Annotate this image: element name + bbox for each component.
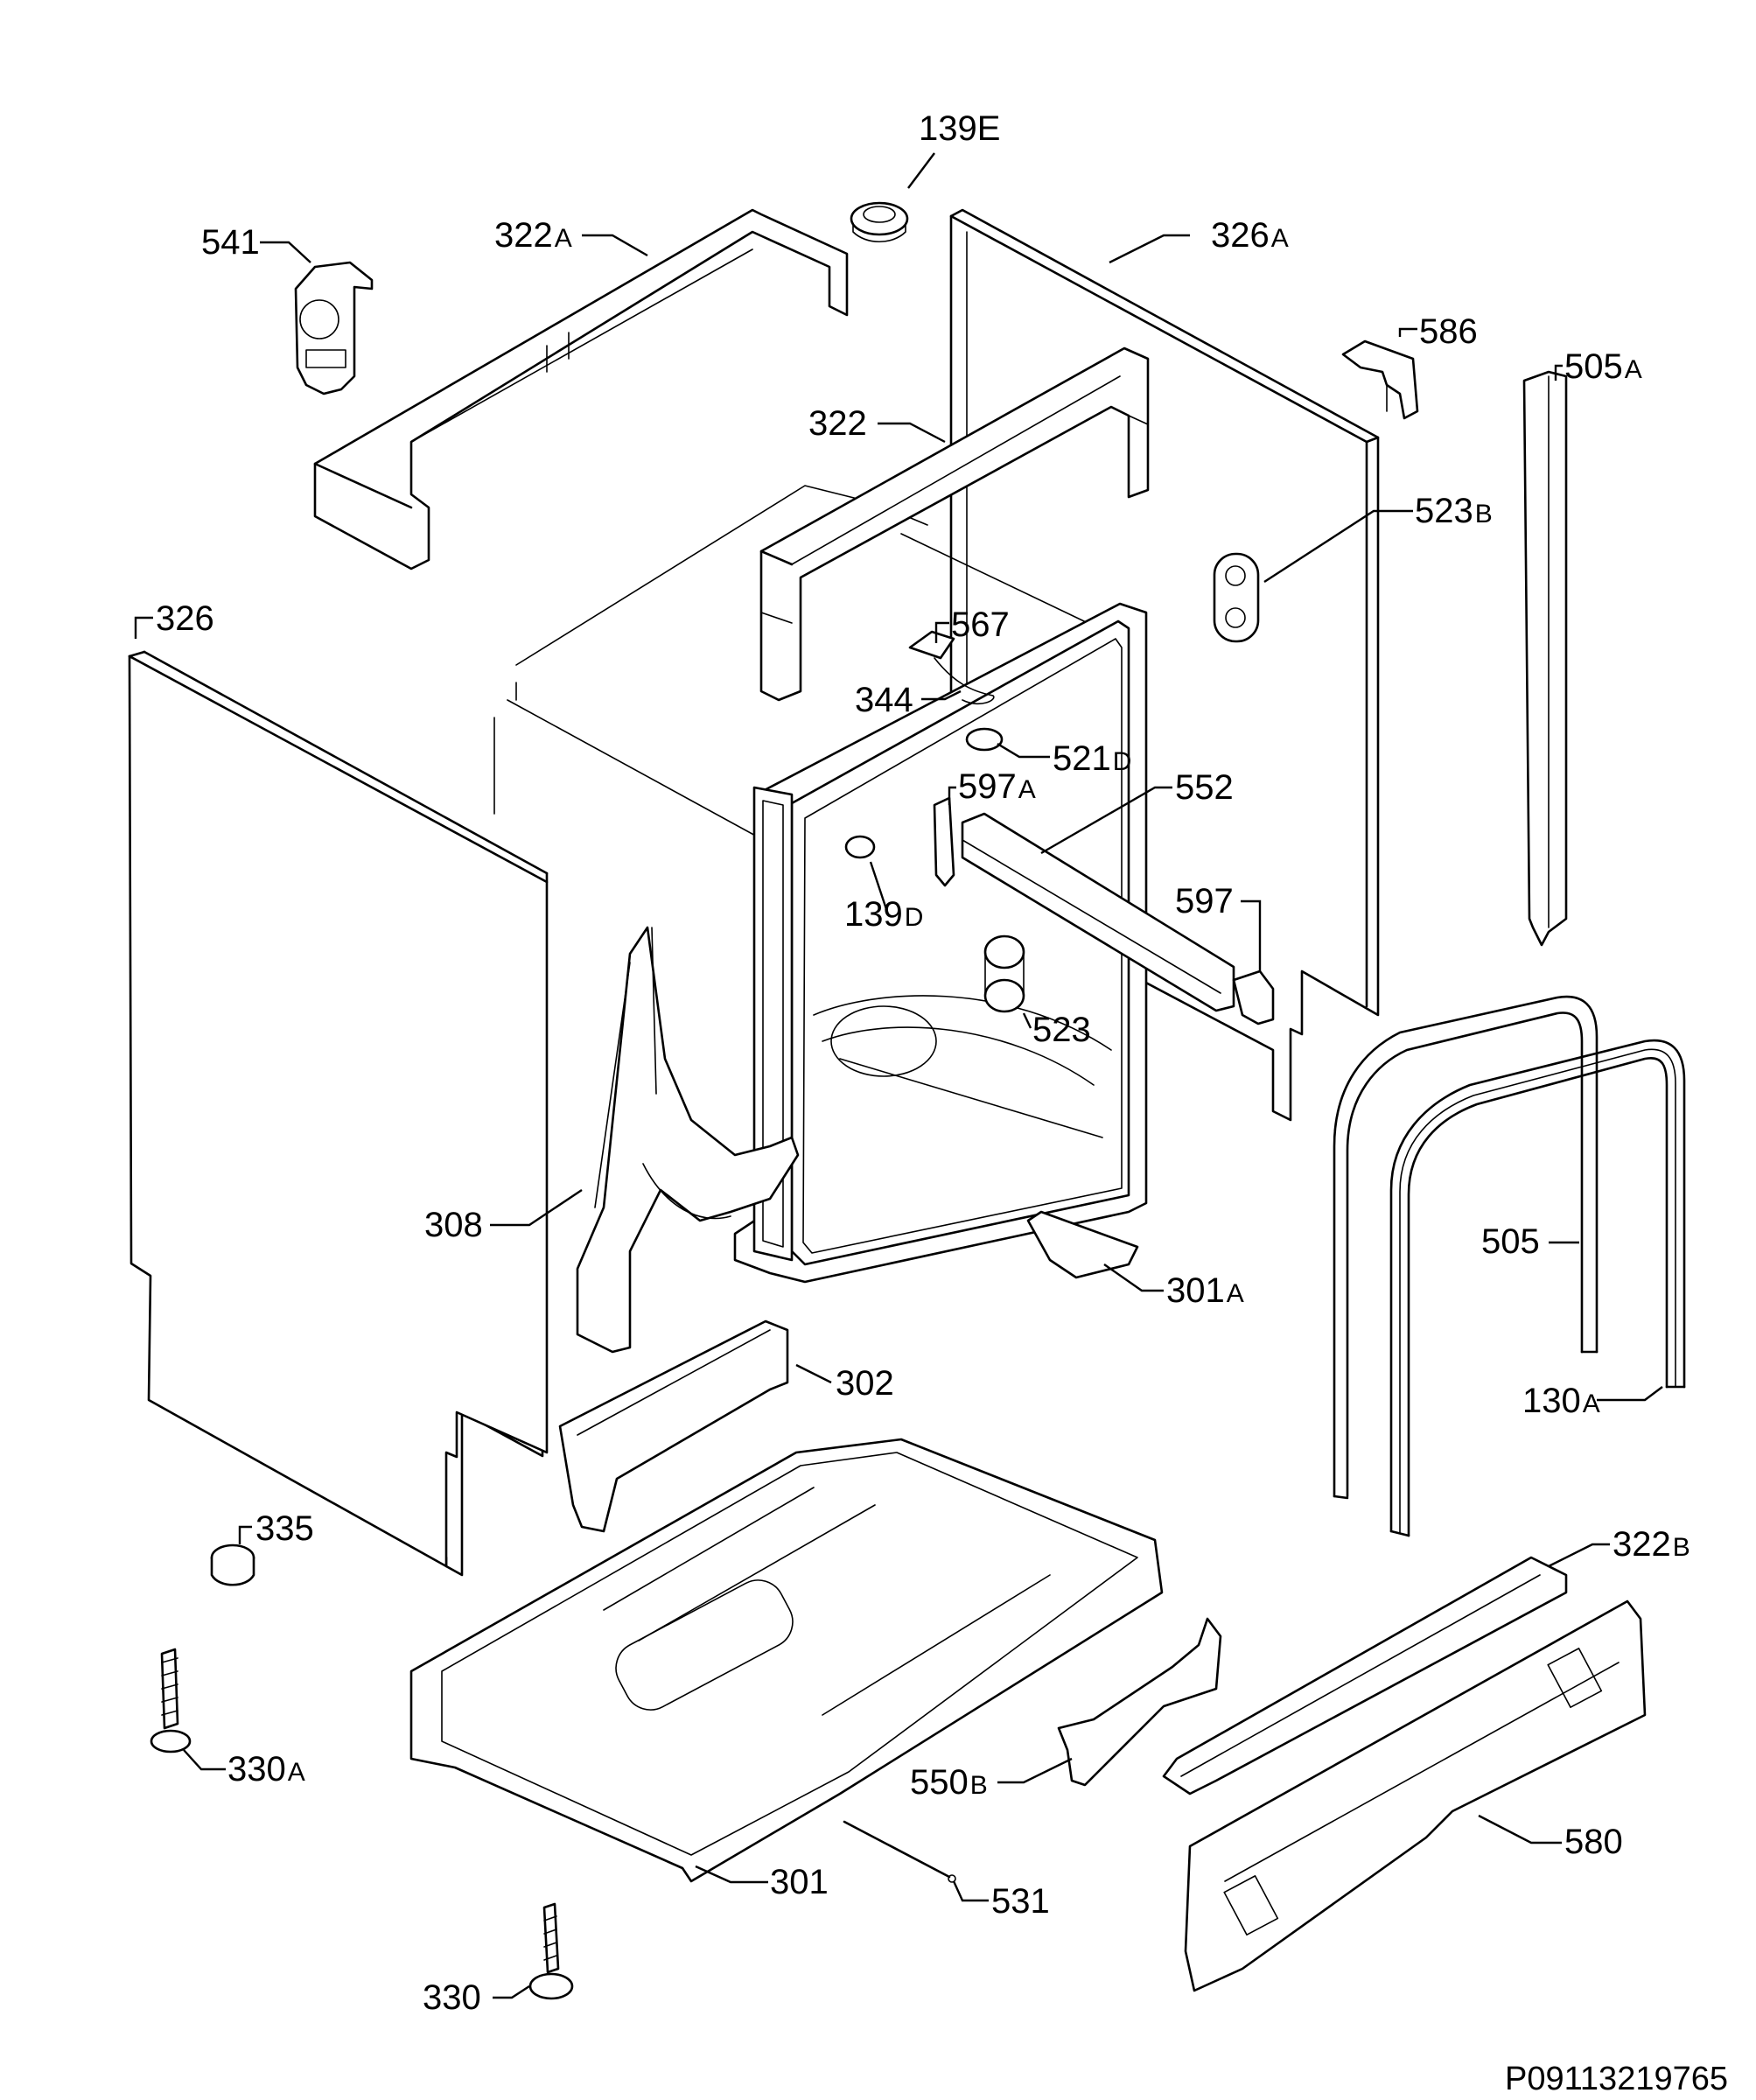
plate-523b [1213,552,1260,643]
rod-531 [843,1820,956,1883]
spring-344 [934,657,995,704]
leader-335 [238,1525,252,1544]
rail-322b [1162,1556,1568,1796]
label-597a: 597A [958,767,1036,806]
leader-580 [1478,1814,1562,1844]
leader-301a [1103,1264,1164,1292]
leader-550b [997,1757,1073,1784]
label-139e: 139E [919,109,1000,148]
label-301: 301 [770,1863,829,1901]
leader-541 [260,241,311,263]
top-rail-322a [313,208,849,570]
label-552: 552 [1175,768,1234,807]
seal-130a [1389,1039,1686,1537]
leader-597a [948,786,956,805]
top-rail-322 [759,346,1150,702]
part-labels: 139E 541 322A 326A 586 505A 322 523B 326… [156,109,1690,2017]
leader-505a [1554,364,1563,381]
label-344: 344 [855,681,913,719]
label-326a: 326A [1211,216,1289,255]
leader-139e [907,152,935,189]
label-580: 580 [1564,1823,1623,1861]
side-panel-326 [128,650,549,1577]
clip-597a [933,796,955,887]
label-586: 586 [1419,312,1478,351]
label-597: 597 [1175,882,1234,920]
label-326: 326 [156,599,214,638]
leader-322 [878,422,946,444]
label-541: 541 [201,223,260,262]
base-tray-301 [409,1438,1164,1883]
leader-308 [490,1189,583,1227]
label-335: 335 [255,1509,314,1548]
label-521d: 521D [1053,739,1131,778]
label-505a: 505A [1564,347,1642,386]
nut-335 [210,1544,255,1586]
seal-strip-505a [1522,370,1568,947]
leader-586 [1398,327,1417,337]
bracket-301a [1026,1210,1139,1279]
leader-523b [1263,509,1413,584]
label-130a: 130A [1522,1382,1600,1420]
clip-541 [294,261,374,396]
seal-505 [1333,995,1599,1500]
clip-567 [908,630,955,660]
leader-521d [997,742,1050,759]
label-301a: 301A [1166,1271,1244,1310]
leader-301 [695,1865,768,1884]
leader-523 [1022,1012,1032,1029]
leader-lines [134,152,1663,1999]
leader-330a [183,1749,226,1771]
label-531: 531 [991,1882,1050,1921]
bracket-550b [1057,1617,1222,1787]
drawing-code: P09113219765 [1505,2061,1728,2097]
label-308: 308 [424,1206,483,1244]
leader-139d [869,861,890,915]
leader-302 [795,1363,832,1384]
label-302: 302 [836,1364,894,1403]
panel-580 [1184,1600,1647,1992]
cap-521d [965,727,1004,752]
hinge-308 [576,926,800,1354]
label-567: 567 [951,606,1010,644]
label-523b: 523B [1415,492,1493,530]
label-523: 523 [1032,1011,1091,1049]
rail-552 [961,812,1235,1012]
leader-531 [952,1880,989,1902]
bracket-302 [558,1320,789,1533]
label-550b: 550B [910,1763,988,1802]
screw-330 [528,1902,574,2000]
leader-326a [1109,234,1190,264]
bracket-586 [1341,340,1419,420]
leader-330 [493,1984,530,1999]
leader-567 [934,621,949,643]
label-322: 322 [808,404,867,443]
screw-330a [150,1648,192,1754]
leader-552 [1040,786,1172,855]
label-322b: 322B [1613,1525,1690,1564]
knob-139e [850,201,909,242]
leader-130a [1597,1386,1663,1402]
leader-344 [921,690,962,701]
label-139d: 139D [844,895,923,934]
leader-597 [1241,900,1262,971]
label-330: 330 [423,1978,481,2017]
label-330a: 330A [227,1750,305,1788]
nut-139d [844,835,876,859]
leader-326 [134,616,153,639]
leader-322a [582,234,648,257]
leader-322b [1548,1543,1610,1568]
label-505: 505 [1481,1222,1540,1261]
label-322a: 322A [494,216,572,255]
nozzle-523 [983,934,1025,1013]
tub-front-frame [733,602,1148,1284]
